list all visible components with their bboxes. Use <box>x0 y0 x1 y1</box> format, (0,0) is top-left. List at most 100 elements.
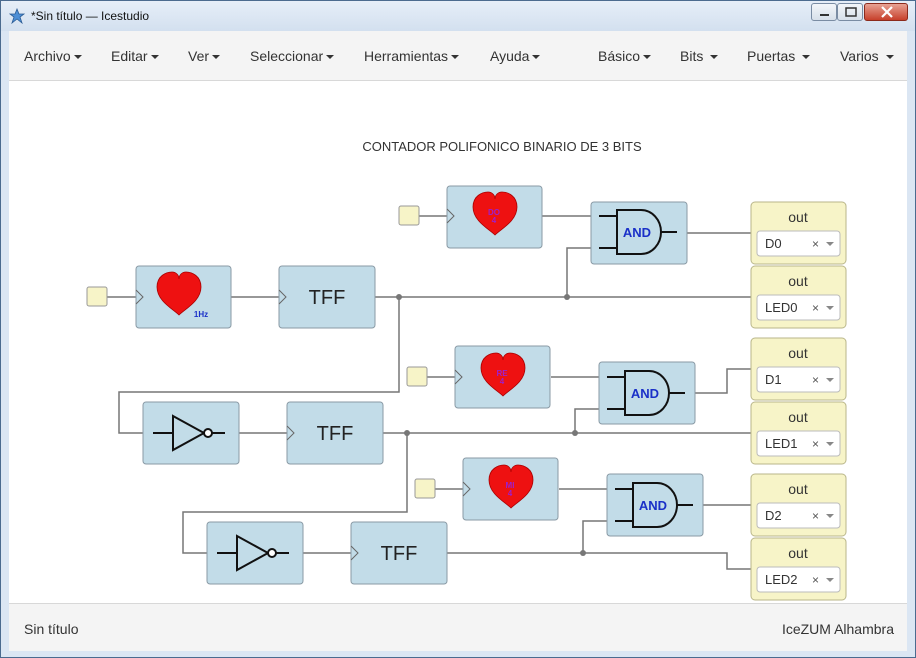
menu-label: Editar <box>111 48 148 64</box>
chevron-down-icon[interactable] <box>826 442 834 446</box>
minimize-button[interactable] <box>811 3 837 21</box>
caret-down-icon <box>326 55 335 60</box>
clear-icon[interactable]: × <box>812 509 819 523</box>
tff-block-0[interactable]: TFF <box>278 265 376 329</box>
input-port-re[interactable] <box>406 366 428 387</box>
menu-label: Ver <box>188 48 210 64</box>
maximize-icon <box>845 7 857 17</box>
design-canvas[interactable]: CONTADOR POLIFONICO BINARIO DE 3 BITS <box>9 81 907 603</box>
output-pin-value: LED1 <box>765 436 798 451</box>
tff-label: TFF <box>309 287 346 309</box>
input-port-mi[interactable] <box>414 478 436 499</box>
and-gate-1[interactable]: AND <box>598 361 696 425</box>
circuit-diagram: CONTADOR POLIFONICO BINARIO DE 3 BITS <box>86 139 847 601</box>
close-button[interactable] <box>864 3 908 21</box>
caret-down-icon <box>710 55 719 60</box>
maximize-button[interactable] <box>837 3 863 21</box>
not-gate-0[interactable] <box>142 401 240 465</box>
junction-dot <box>580 550 586 556</box>
and-gate-icon <box>599 209 677 255</box>
output-block-led0[interactable]: out LED0 × <box>750 265 847 329</box>
menu-label: Varios <box>840 48 879 64</box>
note-octave: 4 <box>508 489 513 498</box>
junction-dot <box>396 294 402 300</box>
and-gate-icon <box>607 370 685 416</box>
menu-basico[interactable]: Básico <box>598 48 652 64</box>
wire <box>695 368 751 394</box>
menu-label: Bits <box>680 48 704 64</box>
tff-label: TFF <box>381 543 418 565</box>
output-title: out <box>788 345 808 361</box>
output-pin-select[interactable] <box>756 566 841 593</box>
note-block-mi[interactable]: MI 4 <box>462 457 559 521</box>
and-label: AND <box>639 498 667 513</box>
output-pin-select[interactable] <box>756 294 841 321</box>
input-port-clk[interactable] <box>86 286 108 307</box>
and-gate-2[interactable]: AND <box>606 473 704 537</box>
menu-seleccionar[interactable]: Seleccionar <box>250 48 335 64</box>
clear-icon[interactable]: × <box>812 437 819 451</box>
input-port-do[interactable] <box>398 205 420 226</box>
output-pin-select[interactable] <box>756 366 841 393</box>
menu-label: Puertas <box>747 48 796 64</box>
wire-junctions <box>396 294 586 556</box>
output-block-d1[interactable]: out D1 × <box>750 337 847 401</box>
junction-dot <box>572 430 578 436</box>
not-gate-1[interactable] <box>206 521 304 585</box>
menu-ayuda[interactable]: Ayuda <box>490 48 541 64</box>
note-name: RE <box>496 369 508 378</box>
tff-block-1[interactable]: TFF <box>286 401 384 465</box>
wire <box>447 552 751 570</box>
status-bar: Sin título IceZUM Alhambra <box>9 603 907 651</box>
note-octave: 4 <box>492 216 497 225</box>
tff-block-2[interactable]: TFF <box>350 521 448 585</box>
chevron-down-icon[interactable] <box>826 578 834 582</box>
output-block-led1[interactable]: out LED1 × <box>750 401 847 465</box>
title-bar[interactable]: *Sin título — Icestudio <box>1 1 915 31</box>
output-pin-select[interactable] <box>756 502 841 529</box>
icestudio-logo-icon <box>9 8 25 24</box>
menu-archivo[interactable]: Archivo <box>24 48 82 64</box>
port-arrow-icon <box>278 289 287 305</box>
status-board-name[interactable]: IceZUM Alhambra <box>781 621 894 637</box>
output-pin-select[interactable] <box>756 230 841 257</box>
diagram-title: CONTADOR POLIFONICO BINARIO DE 3 BITS <box>362 139 642 154</box>
caret-down-icon <box>643 55 652 60</box>
menu-label: Herramientas <box>364 48 449 64</box>
port-arrow-icon <box>350 545 359 561</box>
menu-bits[interactable]: Bits <box>680 48 719 64</box>
menu-varios[interactable]: Varios <box>840 48 894 64</box>
wire <box>118 297 400 434</box>
clear-icon[interactable]: × <box>812 573 819 587</box>
clear-icon[interactable]: × <box>812 373 819 387</box>
menu-ver[interactable]: Ver <box>188 48 221 64</box>
port-arrow-icon <box>135 289 144 305</box>
wire <box>566 247 591 297</box>
output-block-d0[interactable]: out D0 × <box>750 201 847 265</box>
note-block-do[interactable]: DO 4 <box>446 185 543 249</box>
menu-editar[interactable]: Editar <box>111 48 159 64</box>
menu-label: Ayuda <box>490 48 530 64</box>
note-name: DO <box>488 208 500 217</box>
clear-icon[interactable]: × <box>812 301 819 315</box>
chevron-down-icon[interactable] <box>826 242 834 246</box>
menu-herramientas[interactable]: Herramientas <box>364 48 460 64</box>
chevron-down-icon[interactable] <box>826 378 834 382</box>
port-arrow-icon <box>446 208 455 224</box>
output-block-d2[interactable]: out D2 × <box>750 473 847 537</box>
menu-puertas[interactable]: Puertas <box>747 48 811 64</box>
minimize-icon <box>820 14 829 16</box>
port-arrow-icon <box>286 425 295 441</box>
output-block-led2[interactable]: out LED2 × <box>750 537 847 601</box>
note-block-re[interactable]: RE 4 <box>454 345 551 409</box>
chevron-down-icon[interactable] <box>826 306 834 310</box>
chevron-down-icon[interactable] <box>826 514 834 518</box>
caret-down-icon <box>451 55 460 60</box>
clock-block-1hz[interactable]: 1Hz <box>135 265 232 329</box>
port-arrow-icon <box>462 481 471 497</box>
clear-icon[interactable]: × <box>812 237 819 251</box>
output-pin-select[interactable] <box>756 430 841 457</box>
and-gate-0[interactable]: AND <box>590 201 688 265</box>
not-gate-icon <box>217 534 289 572</box>
